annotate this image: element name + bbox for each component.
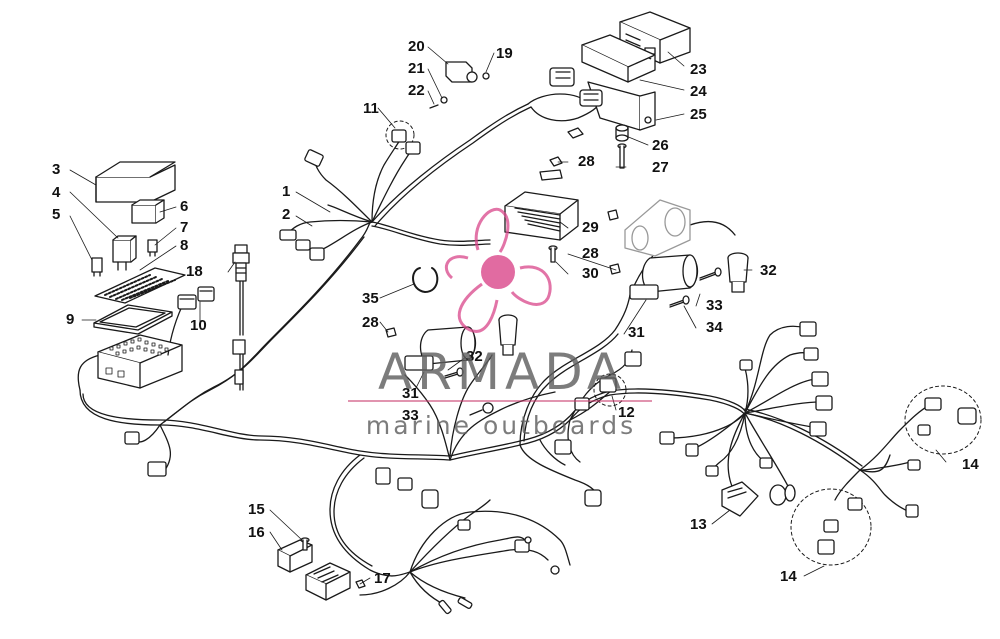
knob: [769, 484, 796, 506]
fuse-box-gasket: [93, 304, 173, 335]
callout-number: 28: [578, 153, 595, 170]
callout-number: 24: [690, 83, 707, 100]
sensor-probe: [232, 244, 250, 385]
callout-number: 33: [402, 407, 419, 424]
relay-box-cover: [95, 161, 176, 203]
ignition-coil: [629, 254, 699, 300]
connector-pair: [391, 129, 421, 155]
callout-number: 31: [628, 324, 645, 341]
callout-number: 12: [618, 404, 635, 421]
switch-assembly: [429, 61, 490, 109]
ring-terminal: [469, 402, 494, 416]
circuit-board: [94, 267, 186, 304]
callout-number: 14: [962, 456, 979, 473]
wire-terminal: [438, 536, 560, 615]
harness-connector: [124, 351, 642, 553]
callout-number: 26: [652, 137, 669, 154]
callout-number: 23: [690, 61, 707, 78]
callout-number: 14: [780, 568, 797, 585]
connector-group-14-bottom: [790, 488, 872, 566]
harness-connector: [659, 321, 977, 555]
callout-number: 28: [582, 245, 599, 262]
hose-clamp: [412, 267, 439, 293]
connector-group-12: [593, 373, 627, 407]
bolt: [617, 143, 627, 169]
leader-lines: [69, 46, 947, 585]
mini-relay: [112, 235, 137, 271]
callout-number: 15: [248, 501, 265, 518]
spark-plug-boot: [727, 252, 749, 293]
callout-number: 22: [408, 82, 425, 99]
callout-number: 33: [706, 297, 723, 314]
harness-connector: [279, 149, 325, 261]
callout-number: 16: [248, 524, 265, 541]
main-harness-wires: [77, 93, 931, 606]
callout-number: 21: [408, 60, 425, 77]
connector-group-11: [385, 120, 415, 150]
callout-number: 17: [374, 570, 391, 587]
harness-connector: [177, 286, 215, 310]
callout-number: 20: [408, 38, 425, 55]
callout-number: 5: [52, 206, 61, 223]
callout-number: 6: [180, 198, 189, 215]
ignition-module: [721, 481, 759, 517]
callout-number: 28: [362, 314, 379, 331]
spacer: [615, 124, 629, 142]
bolt: [548, 245, 558, 263]
callout-number: 18: [186, 263, 203, 280]
bolt: [444, 267, 722, 379]
callout-number: 2: [282, 206, 291, 223]
callout-number: 1: [282, 183, 291, 200]
callout-number: 27: [652, 159, 669, 176]
callout-number: 9: [66, 311, 75, 328]
bolt: [300, 537, 310, 551]
relay: [131, 199, 165, 224]
fuse: [91, 257, 103, 277]
spark-plug-boot: [498, 314, 518, 356]
callout-number: 25: [690, 106, 707, 123]
callout-number: 11: [363, 100, 379, 117]
callout-number: 13: [690, 516, 707, 533]
callout-number: 30: [582, 265, 599, 282]
voltage-regulator: [504, 169, 579, 241]
callout-number: 4: [52, 184, 61, 201]
callout-number: 34: [706, 319, 723, 336]
callout-number: 19: [496, 45, 513, 62]
callout-number: 35: [362, 290, 379, 307]
callout-number: 32: [760, 262, 777, 279]
callout-number: 31: [402, 385, 419, 402]
fuse: [147, 239, 158, 257]
fuse-box-base: [97, 334, 183, 389]
control-module: [581, 34, 656, 83]
connector: [549, 67, 603, 107]
group-outlines: [385, 120, 982, 566]
callout-number: 29: [582, 219, 599, 236]
callout-number: 10: [190, 317, 207, 334]
terminal-block: [305, 562, 351, 601]
callout-number: 3: [52, 161, 61, 178]
nut: [385, 127, 621, 338]
connector-group-14-top: [904, 385, 982, 455]
starter-motor: [624, 199, 691, 257]
callout-number: 7: [180, 219, 189, 236]
callout-number: 32: [466, 348, 483, 365]
ignition-coil: [404, 326, 477, 371]
callout-number: 8: [180, 237, 189, 254]
